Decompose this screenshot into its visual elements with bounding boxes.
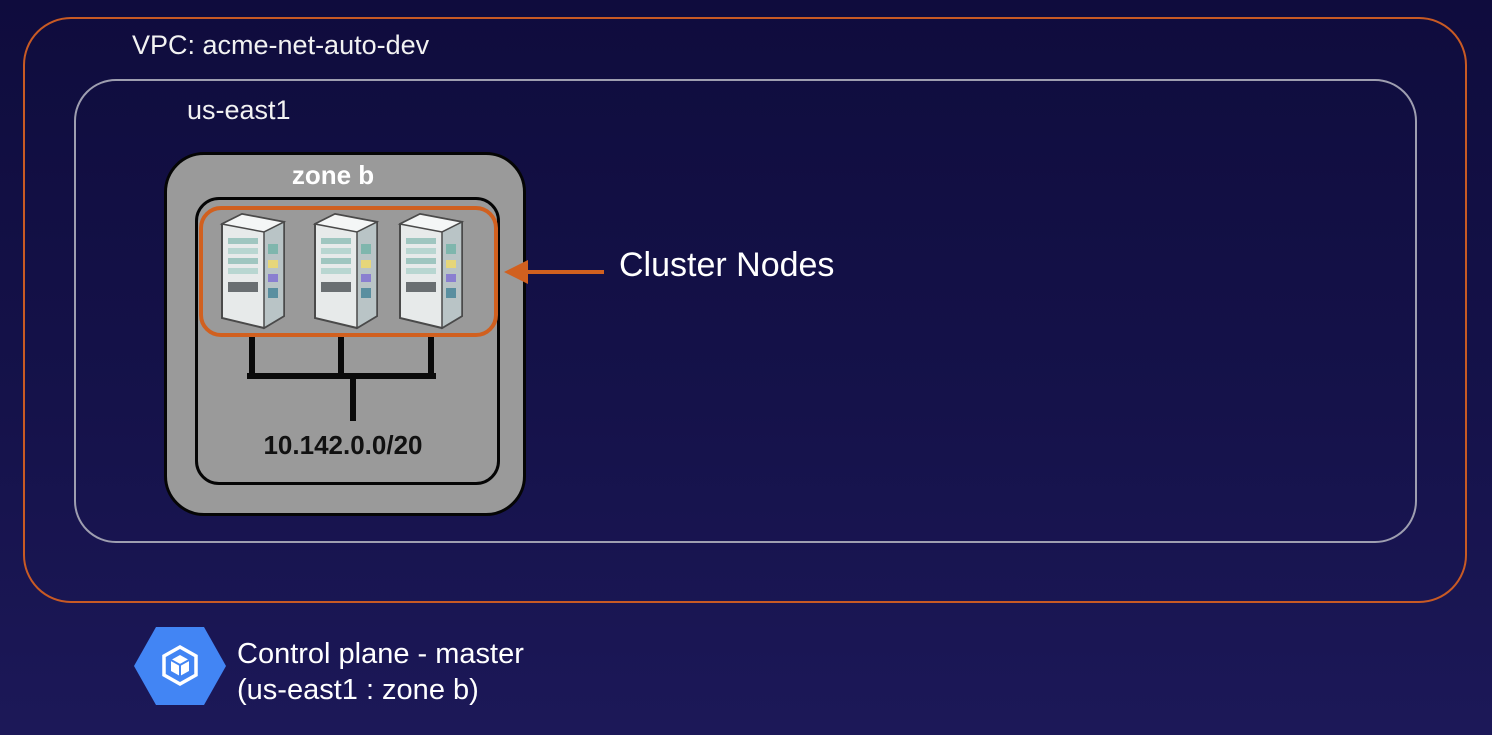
vpc-boundary (23, 17, 1467, 603)
control-plane-label: Control plane - master (us-east1 : zone … (237, 636, 524, 708)
subnet-cidr-label: 10.142.0.0/20 (263, 430, 423, 460)
control-plane-location: (us-east1 : zone b) (237, 674, 479, 706)
vpc-label: VPC: acme-net-auto-dev (132, 30, 430, 60)
gke-hexagon-icon (134, 627, 226, 705)
zone-label: zone b (291, 160, 375, 190)
cluster-nodes-label: Cluster Nodes (619, 246, 835, 284)
server-icon (312, 212, 380, 330)
subnet-box (195, 197, 500, 485)
arrow-left-icon (504, 260, 604, 284)
server-icon (219, 212, 287, 330)
region-label: us-east1 (187, 95, 291, 125)
region-boundary (74, 79, 1417, 543)
cluster-node-group (199, 206, 498, 337)
control-plane-title: Control plane - master (237, 638, 524, 670)
server-icon (397, 212, 465, 330)
